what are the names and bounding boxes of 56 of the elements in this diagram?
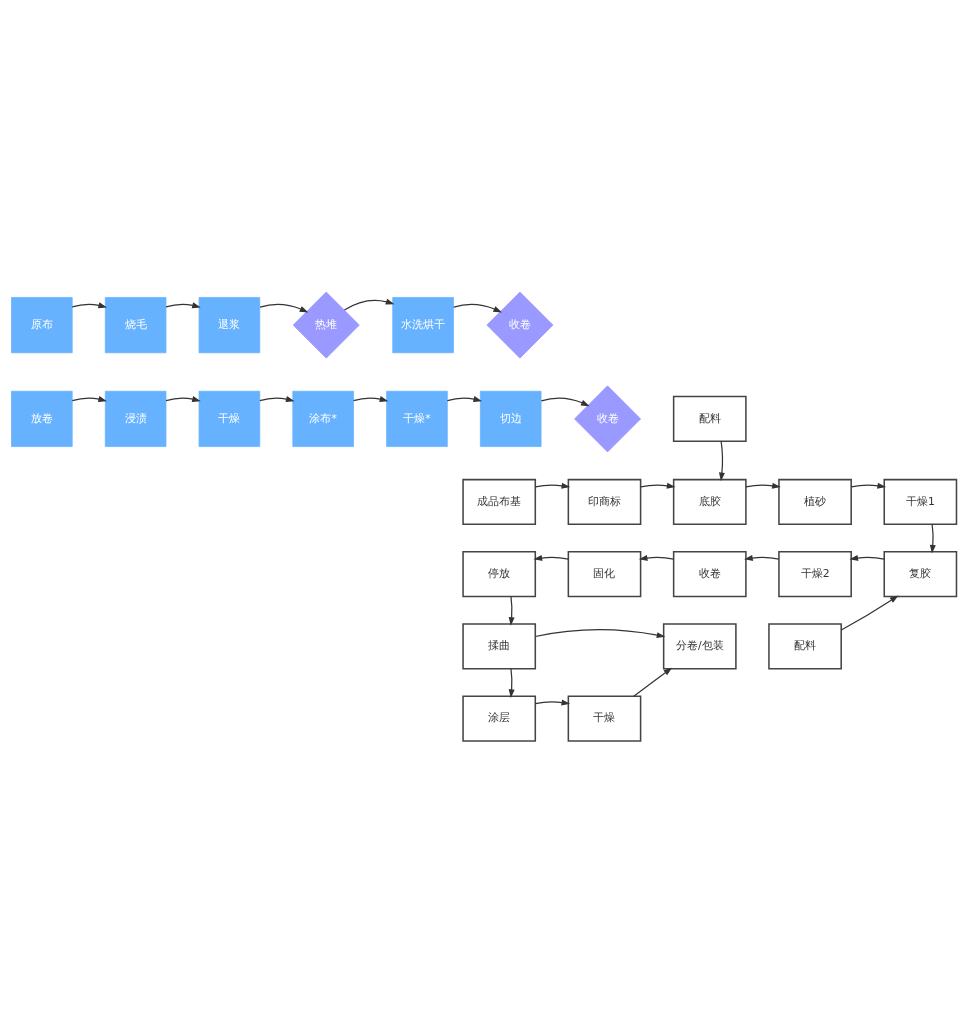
node-box: 原布 xyxy=(11,296,73,353)
arrow xyxy=(165,301,201,308)
node-box: 植砂 xyxy=(778,478,852,525)
node-box: 干燥* xyxy=(386,390,448,447)
arrow xyxy=(71,395,107,402)
arrow xyxy=(508,667,515,698)
arrow xyxy=(446,395,483,402)
node-box: 固化 xyxy=(567,550,642,597)
arrow xyxy=(745,482,781,489)
node-box: 涂布* xyxy=(292,390,354,447)
node-diamond: 收卷 xyxy=(486,291,554,359)
arrow xyxy=(929,523,936,553)
arrow xyxy=(633,667,673,697)
arrow xyxy=(71,301,107,308)
node-box: 复胶 xyxy=(883,550,958,597)
arrow xyxy=(534,482,571,489)
arrow xyxy=(849,554,885,561)
node-box: 底胶 xyxy=(672,478,747,525)
arrow xyxy=(540,397,590,406)
arrow xyxy=(352,395,389,402)
arrow xyxy=(718,440,725,481)
arrow xyxy=(640,482,676,489)
node-box: 成品布基 xyxy=(462,478,537,525)
node-box: 配料 xyxy=(768,622,842,669)
arrow xyxy=(744,554,780,561)
arrow xyxy=(453,303,502,312)
arrow xyxy=(343,298,395,311)
node-box: 浸渍 xyxy=(104,390,167,447)
node-diamond: 收卷 xyxy=(574,384,641,452)
node-box: 收卷 xyxy=(672,550,747,597)
node-box: 干燥 xyxy=(567,695,642,742)
node-box: 切边 xyxy=(479,390,542,447)
node-box: 干燥 xyxy=(198,390,261,447)
arrow xyxy=(534,699,571,705)
arrow xyxy=(534,628,666,638)
node-box: 配料 xyxy=(672,395,747,442)
arrow xyxy=(259,303,309,312)
node-box: 涂层 xyxy=(462,695,537,742)
node-box: 放卷 xyxy=(11,390,73,447)
arrow xyxy=(165,395,201,402)
node-box: 干燥2 xyxy=(778,550,852,597)
node-diamond: 热堆 xyxy=(292,291,360,359)
node-box: 退浆 xyxy=(198,296,261,353)
node-box: 干燥1 xyxy=(883,478,958,525)
node-box: 印商标 xyxy=(567,478,642,525)
arrow xyxy=(259,395,295,402)
arrow xyxy=(840,595,899,631)
node-box: 揉曲 xyxy=(462,622,537,669)
arrow xyxy=(850,482,887,489)
arrow xyxy=(638,554,675,561)
node-box: 水洗烘干 xyxy=(392,296,454,353)
arrow xyxy=(508,595,515,626)
node-box: 停放 xyxy=(462,550,537,597)
node-box: 分卷/包装 xyxy=(662,622,737,669)
node-box: 烧毛 xyxy=(104,296,167,353)
arrow xyxy=(533,554,569,561)
